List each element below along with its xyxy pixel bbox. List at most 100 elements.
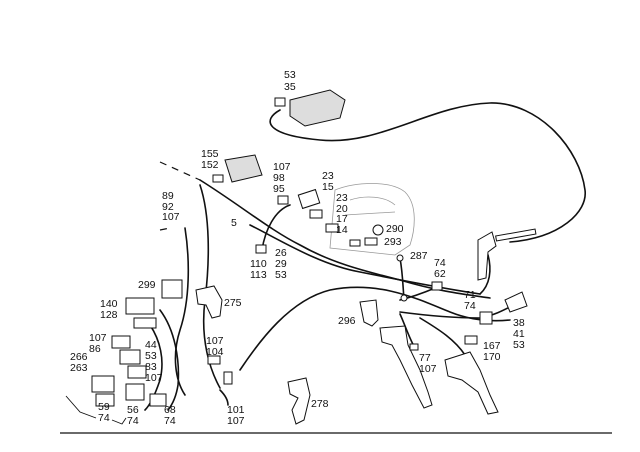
svg-text:38: 38 <box>513 317 525 329</box>
svg-text:83: 83 <box>145 361 157 373</box>
svg-text:167: 167 <box>483 340 501 352</box>
connector-266 <box>91 375 115 393</box>
plug-152 <box>212 174 224 183</box>
component-287b <box>400 294 408 302</box>
svg-text:74: 74 <box>434 257 446 269</box>
callout-155-152: 155 152 <box>201 148 219 171</box>
svg-text:56: 56 <box>127 404 139 416</box>
svg-text:101: 101 <box>227 404 245 416</box>
callout-53-35: 53 35 <box>284 69 296 93</box>
svg-text:95: 95 <box>273 183 285 195</box>
control-unit <box>224 154 263 183</box>
wire-to-101 <box>219 389 229 406</box>
callout-74-62: 74 62 <box>434 257 446 280</box>
callout-275: 275 <box>224 297 242 309</box>
svg-text:107: 107 <box>273 161 291 173</box>
svg-text:107: 107 <box>227 415 245 427</box>
wire-left-bundle <box>174 227 190 396</box>
bracket-296 <box>359 299 379 327</box>
switch-lever <box>495 228 537 242</box>
wire-trunk-parallel <box>249 224 481 295</box>
svg-text:266: 266 <box>70 351 88 363</box>
callout-59-74: 59 74 <box>98 401 110 424</box>
svg-text:53: 53 <box>275 269 287 281</box>
wire-branch-switch <box>479 254 491 295</box>
svg-text:104: 104 <box>206 346 224 358</box>
bracket-275 <box>195 285 223 319</box>
connector-68 <box>149 393 167 407</box>
block-128 <box>133 317 157 329</box>
ground-strap <box>65 395 97 419</box>
plug-107-98 <box>277 195 289 205</box>
callout-26-29-53: 26 29 53 <box>275 247 287 281</box>
component-290 <box>372 224 384 236</box>
bracket-278 <box>287 377 311 425</box>
svg-text:92: 92 <box>162 201 174 213</box>
svg-text:74: 74 <box>164 415 176 427</box>
svg-text:74: 74 <box>98 412 110 424</box>
svg-text:140: 140 <box>100 298 118 310</box>
dashboard-outline-inner <box>344 196 396 216</box>
callout-266-263: 266 263 <box>70 351 88 374</box>
steering-switch <box>477 231 497 281</box>
lamp-connector <box>274 97 286 107</box>
svg-text:107: 107 <box>162 211 180 223</box>
svg-text:17: 17 <box>336 213 348 225</box>
pedal-assembly-2 <box>444 351 499 415</box>
svg-text:110: 110 <box>250 258 267 270</box>
svg-text:107: 107 <box>206 335 224 347</box>
svg-text:86: 86 <box>89 343 101 355</box>
svg-text:23: 23 <box>322 170 334 182</box>
callout-107-104: 107 104 <box>206 335 224 358</box>
svg-text:20: 20 <box>336 203 348 215</box>
connector-293 <box>364 237 378 246</box>
callout-296: 296 <box>338 315 356 327</box>
svg-text:62: 62 <box>434 268 446 280</box>
dash-line-left <box>159 227 171 231</box>
callout-44-53: 44 53 <box>145 339 157 362</box>
component-287 <box>396 254 404 262</box>
svg-text:53: 53 <box>284 69 296 81</box>
connector-23-20 <box>309 209 323 219</box>
callout-23-20-17-14: 23 20 17 14 <box>336 192 348 236</box>
callout-299: 299 <box>138 279 156 291</box>
connector-14 <box>325 223 339 233</box>
callout-89-92-107: 89 92 107 <box>162 190 180 223</box>
sensor-38-41 <box>504 291 528 313</box>
connector-293b <box>349 239 361 247</box>
connector-83-107 <box>127 365 147 379</box>
callout-77-107: 77 107 <box>419 352 437 375</box>
callout-101-107: 101 107 <box>227 404 245 427</box>
svg-text:59: 59 <box>98 401 110 413</box>
connector-101 <box>223 371 233 385</box>
callout-38-41-53: 38 41 53 <box>513 317 525 351</box>
callout-278: 278 <box>311 398 329 410</box>
svg-text:53: 53 <box>513 339 525 351</box>
wire-top-loop <box>269 102 586 243</box>
callout-167-170: 167 170 <box>483 340 501 363</box>
wire-left-cluster-2 <box>159 309 180 411</box>
svg-text:44: 44 <box>145 339 157 351</box>
connector-59 <box>95 393 115 407</box>
interior-lamp <box>289 89 346 127</box>
connector-104 <box>207 355 221 365</box>
wire-branch-287 <box>399 257 405 299</box>
svg-text:155: 155 <box>201 148 219 160</box>
svg-text:74: 74 <box>127 415 139 427</box>
callout-290: 290 <box>386 223 404 235</box>
connector-74-62 <box>431 281 443 291</box>
callout-68-74: 68 74 <box>164 404 176 427</box>
small-clip <box>111 417 127 425</box>
connector-71-74 <box>479 311 493 325</box>
wire-left-cluster-1 <box>144 324 163 411</box>
connector-44-53 <box>119 349 141 365</box>
block-140 <box>125 297 155 315</box>
svg-text:107: 107 <box>419 363 437 375</box>
callout-107-98-95: 107 98 95 <box>273 161 291 195</box>
svg-text:68: 68 <box>164 404 176 416</box>
pedal-assembly <box>379 325 433 409</box>
callout-293: 293 <box>384 236 402 248</box>
svg-text:98: 98 <box>273 172 285 184</box>
svg-text:113: 113 <box>250 269 267 281</box>
